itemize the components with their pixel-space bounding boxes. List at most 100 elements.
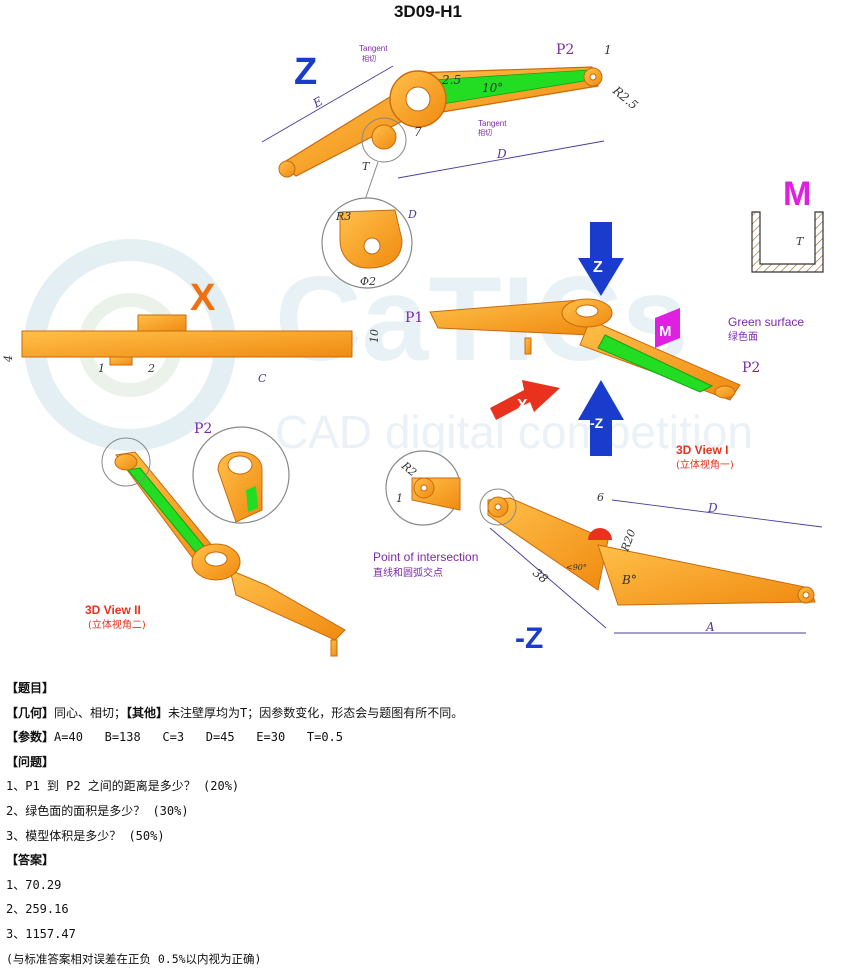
green-surface-label-zh: 绿色面	[728, 330, 758, 343]
view1-label: 3D View I	[676, 443, 728, 457]
dim-90-label: <90°	[566, 563, 587, 572]
x-view-body	[21, 330, 353, 358]
intersection-label: Point of intersection	[373, 550, 478, 564]
view1-right-end	[714, 385, 736, 399]
bottom-view: R2 1 D A 38 6 R20 B° <90° Point of inter…	[373, 450, 823, 655]
other-value: 未注壁厚均为T；因参数变化，形态会与题图有所不同。	[168, 705, 464, 720]
top-left-end	[278, 160, 296, 178]
dim-4-label: 4	[2, 355, 15, 363]
bottom-lower-arm	[597, 544, 816, 606]
dim-t-label-top: T	[362, 160, 371, 173]
tolerance-note: (与标准答案相对误差在正负 0.5%以内视为正确)	[6, 951, 262, 966]
dim-38-label: 38	[530, 566, 551, 587]
arrow-z	[578, 222, 624, 296]
heading-answers: 【答案】	[6, 853, 55, 868]
dim-e-line	[261, 65, 394, 143]
answer-1: 1、70.29	[6, 877, 62, 892]
dim-1-label: 1	[604, 43, 612, 57]
dim-6-label: 6	[597, 491, 604, 504]
top-right-hole	[589, 73, 597, 81]
dim-10-label: 10	[368, 329, 381, 343]
dim-d-label: D	[496, 147, 507, 161]
answer-2: 2、259.16	[6, 902, 69, 917]
green-surface-label: Green surface	[728, 315, 804, 329]
view2-label-zh: (立体视角二)	[88, 618, 146, 631]
tangent-label-1-zh: 相切	[362, 54, 376, 63]
view2-lower-arm	[229, 569, 346, 641]
view-label-m: M	[783, 175, 811, 213]
top-view: Z E D 2.5 10° R2.5 1 7 T P2	[261, 42, 641, 179]
bottom-left-circle	[479, 488, 517, 526]
dim-b-label: B°	[621, 573, 637, 587]
view-label-x: X	[190, 277, 216, 319]
view2-detail-green	[246, 486, 258, 512]
watermark-subtitle: CAD digital competition	[275, 406, 753, 458]
top-pin-circle	[361, 117, 407, 163]
technical-drawing: CaTICs CAD digital competition Z E D	[2, 42, 824, 657]
bottom-upper-arm	[487, 497, 609, 591]
geometry-line: 【几何】同心、相切；【其他】未注壁厚均为T；因参数变化，形态会与题图有所不同。	[6, 701, 846, 726]
heading-questions: 【问题】	[6, 754, 55, 769]
tangent-label-1: Tangent	[359, 44, 388, 53]
dim-a-label: A	[705, 620, 715, 634]
view1-green-surface	[597, 334, 714, 393]
view2-top-circle	[101, 437, 151, 487]
bottom-boss-arc	[588, 528, 612, 540]
dim-10deg-label: 10°	[482, 81, 503, 95]
dim-1-label-x: 1	[98, 362, 105, 375]
dim-t-label-m: T	[796, 235, 805, 248]
geometry-value: 同心、相切；	[54, 705, 127, 720]
view2-3d: P2 3D View II (立体视角二)	[85, 421, 346, 657]
view-label-neg-z: -Z	[515, 622, 543, 655]
view2-pin	[330, 639, 338, 657]
dim-r3-label: R3	[335, 210, 351, 223]
question-2: 2、绿色面的面积是多少？ (30%)	[6, 803, 189, 818]
params-label: 【参数】	[6, 730, 55, 745]
m-section-channel	[751, 211, 824, 273]
other-label: 【其他】	[126, 705, 169, 720]
arrow-x-label: X	[517, 397, 528, 414]
page-title: 3D09-H1	[393, 2, 463, 21]
view1-pin	[524, 337, 532, 355]
detail-circle-pin: R3 D Φ2	[321, 161, 417, 289]
dim-d-line	[397, 140, 605, 179]
params-values: A=40 B=138 C=3 D=45 E=30 T=0.5	[54, 730, 343, 745]
arrow-z-label: Z	[593, 259, 603, 276]
view2-top-end	[114, 453, 138, 471]
bottom-right-hole	[802, 591, 810, 599]
dim-38-line	[489, 527, 607, 629]
question-1: 1、P1 到 P2 之间的距离是多少？ (20%)	[6, 779, 240, 794]
arrow-m-label: M	[659, 323, 672, 340]
answer-3: 3、1157.47	[6, 926, 76, 941]
detail-leader	[364, 161, 379, 201]
problem-text: 【题目】 【几何】同心、相切；【其他】未注壁厚均为T；因参数变化，形态会与题图有…	[6, 676, 846, 971]
p2-label-top: P2	[556, 42, 574, 58]
tangent-label-2: Tangent	[478, 119, 507, 128]
top-boss-hole	[405, 86, 431, 112]
view2-boss-hole	[204, 551, 228, 567]
tangent-label-2-zh: 相切	[478, 128, 492, 137]
dim-d-line-bottom	[611, 499, 823, 528]
x-view-pin	[109, 356, 133, 366]
dim-7-label: 7	[414, 125, 422, 139]
question-3: 3、模型体积是多少？ (50%)	[6, 828, 165, 843]
arrow-x	[490, 380, 560, 420]
dim-c-label: C	[258, 372, 267, 385]
arrow-m	[655, 308, 680, 348]
dim-r20-label: R20	[618, 528, 638, 554]
dim-r2-5-label: R2.5	[609, 83, 640, 112]
view1-label-zh: (立体视角一)	[676, 458, 734, 471]
view2-label: 3D View II	[85, 603, 141, 617]
arrow-neg-z-label: -Z	[590, 415, 604, 431]
intersection-label-zh: 直线和圆弧交点	[373, 566, 443, 579]
view2-detail-hole	[227, 455, 253, 475]
p2-label-view2: P2	[194, 421, 212, 437]
x-view: X 10 4 1 2 C	[2, 277, 381, 385]
p1-label: P1	[405, 310, 423, 326]
params-line: 【参数】A=40 B=138 C=3 D=45 E=30 T=0.5	[6, 725, 846, 750]
detail-pin	[363, 237, 381, 255]
dim-2-5-label: 2.5	[441, 73, 461, 87]
heading-problem: 【题目】	[6, 681, 55, 695]
view1-boss-hole	[575, 304, 599, 318]
